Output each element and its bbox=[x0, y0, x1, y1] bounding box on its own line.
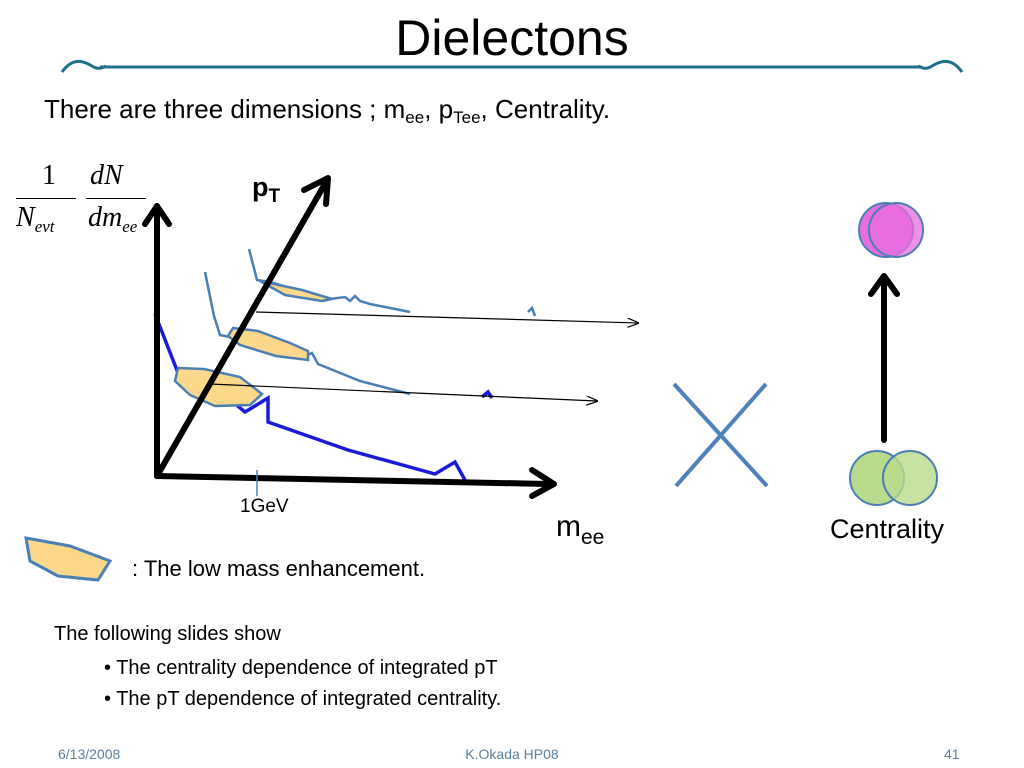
projection-arrows bbox=[209, 311, 638, 401]
footer-page-number: 41 bbox=[944, 746, 960, 762]
enhancement-middle bbox=[226, 326, 310, 362]
mee-axis bbox=[154, 473, 551, 487]
formula-n: N bbox=[16, 202, 35, 233]
pt-label-main: p bbox=[252, 172, 269, 202]
cross-icon bbox=[672, 382, 769, 488]
centrality-arrow bbox=[868, 273, 900, 443]
formula-fraction-bar-1 bbox=[16, 198, 76, 199]
intro-text-1: There are three dimensions ; m bbox=[44, 94, 406, 124]
enhancement-shapes bbox=[173, 279, 333, 408]
formula-numerator-2: dN bbox=[90, 160, 123, 191]
formula-fraction-bar-2 bbox=[86, 198, 146, 199]
slide-title: Dielectons bbox=[395, 10, 629, 66]
enhancement-top bbox=[259, 279, 333, 303]
intro-text-3: , Centrality. bbox=[480, 94, 611, 124]
intro-sentence: There are three dimensions ; mee, pTee, … bbox=[44, 94, 610, 128]
projection-arrow-lower bbox=[209, 383, 597, 401]
formula-dm-sub: ee bbox=[122, 217, 138, 236]
centrality-label: Centrality bbox=[830, 514, 945, 544]
intro-text-2: , p bbox=[424, 94, 454, 124]
mee-axis-label: mee bbox=[556, 510, 604, 550]
mee-label-sub: ee bbox=[581, 526, 605, 549]
yield-formula: 1 Nevt dN dmee bbox=[10, 158, 146, 244]
central-collision-icon bbox=[858, 202, 924, 258]
pt-axis-label: pT bbox=[252, 172, 280, 208]
title-underline bbox=[60, 60, 964, 73]
pt-axis bbox=[154, 179, 329, 479]
y-axis-arrowhead bbox=[142, 203, 172, 227]
bullet-item: • The pT dependence of integrated centra… bbox=[104, 688, 502, 710]
intro-sub-tee: Tee bbox=[453, 108, 481, 127]
tick-1gev-label: 1GeV bbox=[240, 496, 289, 517]
formula-dm: dm bbox=[88, 202, 123, 233]
footer-date: 6/13/2008 bbox=[58, 746, 121, 762]
formula-numerator-1: 1 bbox=[42, 160, 56, 191]
pt-axis-arrowhead bbox=[301, 175, 331, 207]
pt-label-sub: T bbox=[268, 186, 281, 207]
following-slides-heading: The following slides show bbox=[54, 623, 281, 645]
peripheral-collision-icon bbox=[849, 450, 938, 506]
formula-denominator-1: Nevt bbox=[16, 202, 55, 237]
enhancement-legend-icon bbox=[24, 536, 113, 582]
footer-author: K.Okada HP08 bbox=[465, 746, 559, 762]
bullet-item: • The centrality dependence of integrate… bbox=[104, 657, 498, 679]
intro-sub-ee: ee bbox=[405, 108, 425, 127]
axes bbox=[142, 175, 557, 499]
mee-axis-arrowhead bbox=[529, 467, 557, 499]
formula-denominator-2: dmee bbox=[88, 202, 137, 237]
formula-n-sub: evt bbox=[34, 217, 55, 236]
enhancement-legend-text: : The low mass enhancement. bbox=[132, 556, 426, 581]
projection-arrow-upper bbox=[255, 311, 638, 323]
mee-label-main: m bbox=[556, 510, 581, 543]
pt-slice-curves bbox=[203, 248, 537, 396]
